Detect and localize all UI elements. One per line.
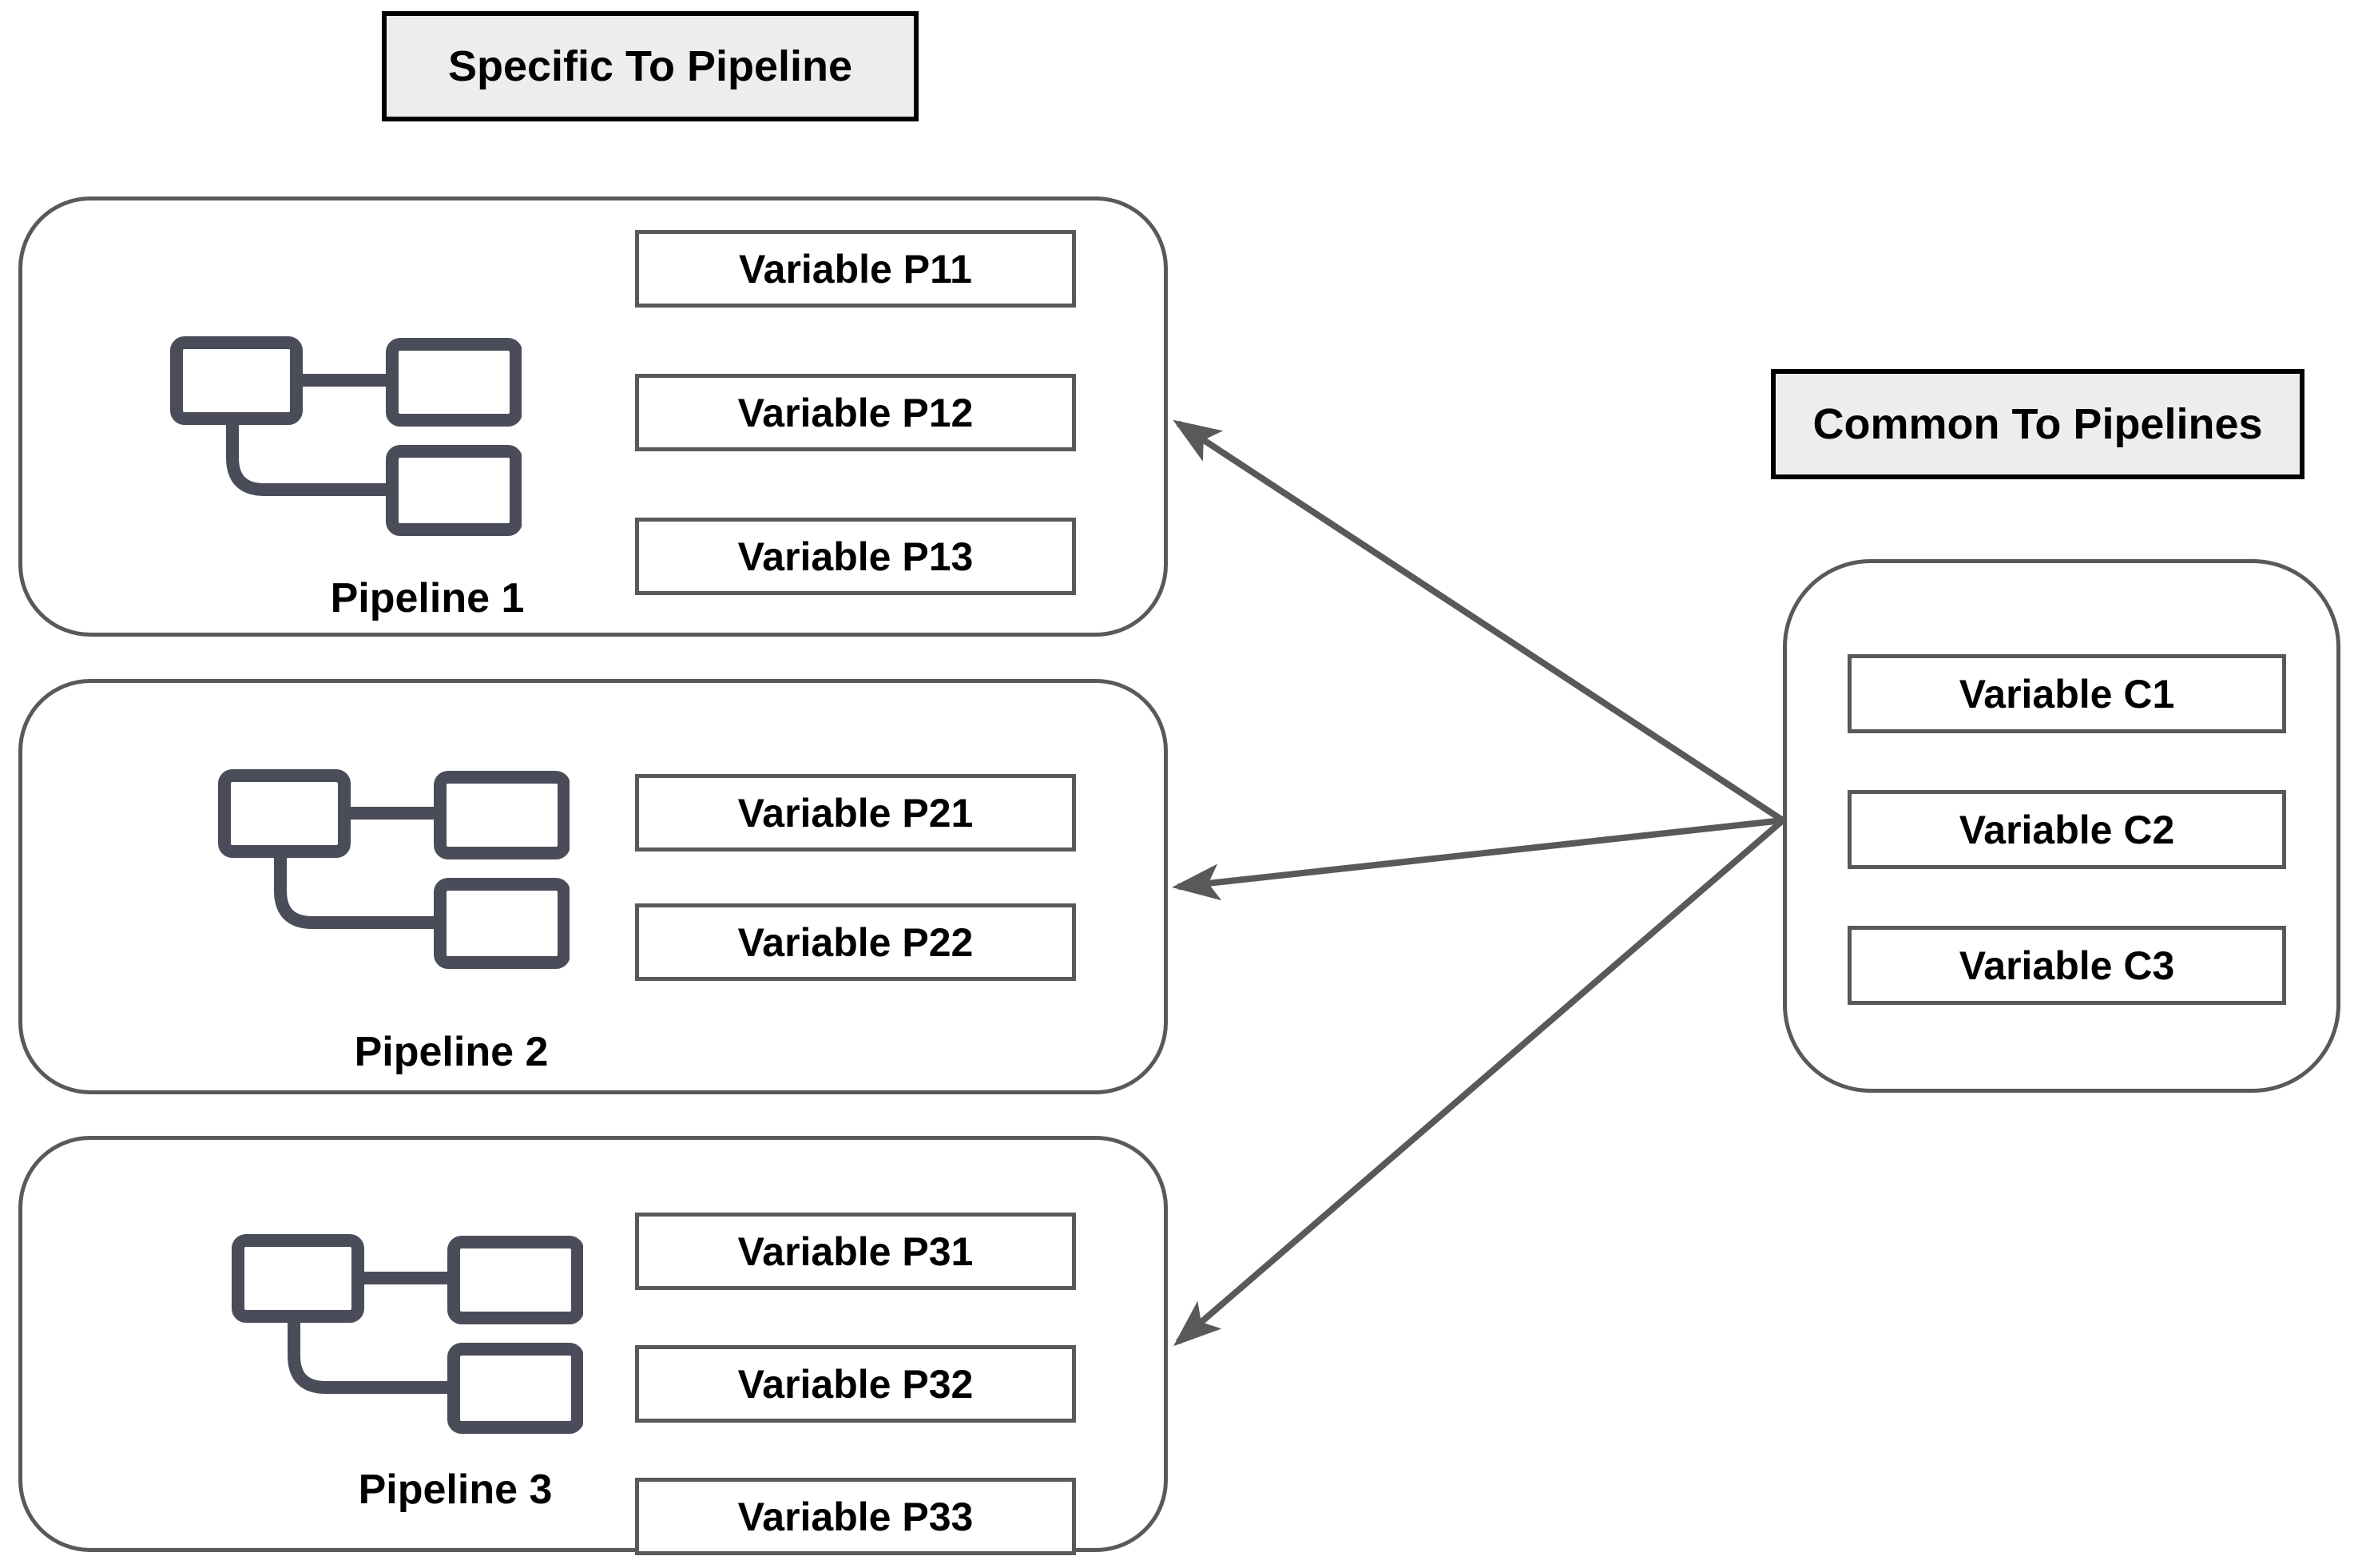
variable-c3-text: Variable C3 <box>1959 943 2175 988</box>
variable-box-c3: Variable C3 <box>1848 926 2286 1005</box>
pipeline-1-title: Pipeline 1 <box>330 575 525 621</box>
pipeline-2-title: Pipeline 2 <box>354 1029 549 1075</box>
variable-box-p21: Variable P21 <box>635 774 1076 851</box>
pipeline-2-container: Pipeline 2 Variable P21 Variable P22 <box>18 679 1168 1094</box>
pipeline-flow-icon <box>232 1234 583 1434</box>
pipeline-flow-icon <box>170 336 522 536</box>
common-group-container: Variable C1 Variable C2 Variable C3 <box>1783 559 2340 1093</box>
variable-box-p31: Variable P31 <box>635 1213 1076 1290</box>
variable-box-p22: Variable P22 <box>635 903 1076 981</box>
variable-p12-text: Variable P12 <box>737 390 974 435</box>
common-to-pipelines-label-text: Common To Pipelines <box>1812 400 2263 448</box>
pipeline-1-container: Pipeline 1 Variable P11 Variable P12 Var… <box>18 196 1168 637</box>
arrow-common-to-pipeline-1 <box>1173 419 1785 824</box>
variable-p31-text: Variable P31 <box>737 1229 974 1274</box>
variable-box-p33: Variable P33 <box>635 1478 1076 1555</box>
arrow-common-to-pipeline-2 <box>1172 817 1784 901</box>
variable-p22-text: Variable P22 <box>737 919 974 965</box>
variable-p11-text: Variable P11 <box>739 246 972 292</box>
variable-box-p12: Variable P12 <box>635 374 1076 451</box>
variable-p33-text: Variable P33 <box>737 1494 974 1539</box>
variable-c1-text: Variable C1 <box>1959 671 2175 717</box>
variable-box-p32: Variable P32 <box>635 1345 1076 1423</box>
variable-p21-text: Variable P21 <box>737 790 974 836</box>
variable-box-c1: Variable C1 <box>1848 654 2286 733</box>
pipeline-flow-icon <box>218 769 570 969</box>
specific-to-pipeline-label-text: Specific To Pipeline <box>447 42 853 90</box>
specific-to-pipeline-label: Specific To Pipeline <box>382 11 919 121</box>
variable-c2-text: Variable C2 <box>1959 807 2175 852</box>
variable-box-p13: Variable P13 <box>635 518 1076 595</box>
variable-box-c2: Variable C2 <box>1848 790 2286 869</box>
variable-p32-text: Variable P32 <box>737 1361 974 1407</box>
arrow-common-to-pipeline-3 <box>1173 817 1785 1347</box>
pipeline-3-container: Pipeline 3 Variable P31 Variable P32 Var… <box>18 1136 1168 1555</box>
common-to-pipelines-label: Common To Pipelines <box>1771 369 2304 479</box>
variable-box-p11: Variable P11 <box>635 230 1076 308</box>
pipeline-3-title: Pipeline 3 <box>358 1467 553 1513</box>
variable-p13-text: Variable P13 <box>737 534 974 579</box>
